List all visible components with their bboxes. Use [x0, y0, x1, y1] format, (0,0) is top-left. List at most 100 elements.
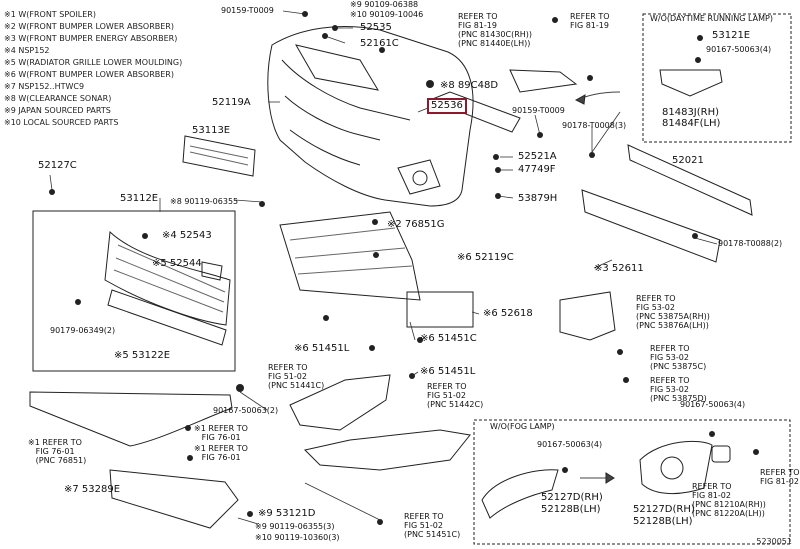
clip-fastener [495, 167, 501, 173]
fog-lamp-cover-hole [639, 440, 713, 495]
part-label[interactable]: 52021 [672, 155, 704, 166]
clip-fastener [322, 33, 328, 39]
part-label[interactable]: 90167-50063(4) [706, 45, 772, 54]
part-label[interactable]: 90167-50063(4) [680, 400, 746, 409]
section-header-drl: W/O(DAYTIME RUNNING LAMP) [650, 14, 773, 23]
refer-to-callout[interactable]: REFER TO FIG 51-02 (PNC 51442C) [427, 382, 484, 409]
clip-fastener [373, 252, 379, 258]
note-item: ※2 W(FRONT BUMPER LOWER ABSORBER) [4, 22, 174, 31]
part-label[interactable]: 53112E [120, 193, 159, 204]
clip-fastener [426, 80, 434, 88]
refer-to-callout[interactable]: REFER TO FIG 53-02 (PNC 53875C) [650, 344, 707, 371]
clip-fastener [587, 75, 593, 81]
part-label[interactable]: 53879H [518, 193, 558, 204]
front-bumper-lower-absorber [279, 211, 421, 301]
part-label[interactable]: 90179-06349(2) [50, 326, 116, 335]
note-item: ※3 W(FRONT BUMPER ENERGY ABSORBER) [4, 34, 178, 43]
clip-fastener [377, 519, 383, 525]
part-label[interactable]: ※6 52618 [483, 308, 533, 319]
clip-fastener [495, 193, 501, 199]
part-label[interactable]: 90167-50063(2) [213, 406, 279, 415]
part-label[interactable]: 90167-50063(4) [537, 440, 603, 449]
part-label[interactable]: ※9 53121D [258, 508, 316, 519]
part-label[interactable]: ※4 52543 [162, 230, 212, 241]
part-label[interactable]: ※8 90119-06355 [170, 197, 239, 206]
clip-fastener [692, 233, 698, 239]
clip-fastener [552, 17, 558, 23]
part-label[interactable]: ※2 76851G [387, 219, 445, 230]
clip-fastener [185, 425, 191, 431]
refer-to-callout[interactable]: REFER TO FIG 81-19 [570, 12, 610, 30]
clip-fastener [623, 377, 629, 383]
clip-fastener [302, 11, 308, 17]
clip-fastener [697, 35, 703, 41]
part-label[interactable]: ※10 90109-10046 [350, 10, 424, 19]
clip-fastener [562, 467, 568, 473]
fog-lamp-cover-plain [481, 469, 559, 519]
refer-to-callout[interactable]: REFER TO FIG 53-02 (PNC 53875D) [650, 376, 707, 403]
part-label[interactable]: 47749F [518, 164, 556, 175]
part-label[interactable]: ※6 51451L [294, 343, 350, 354]
clip-fastener [49, 189, 55, 195]
refer-to-callout[interactable]: ※1 REFER TO FIG 76-01 [194, 444, 248, 462]
clip-fastener [259, 201, 265, 207]
part-label[interactable]: ※9 90119-06355(3) [255, 522, 335, 531]
clip-fastener [589, 152, 595, 158]
sonar-bracket [406, 291, 474, 328]
highlighted-part-label[interactable]: 52536 [427, 98, 467, 114]
part-label[interactable]: 52127D(RH) [541, 492, 603, 503]
clip-fastener [537, 132, 543, 138]
part-label[interactable]: 52119A [212, 97, 251, 108]
part-label[interactable]: ※6 51451C [420, 333, 477, 344]
refer-to-callout[interactable]: ※1 REFER TO FIG 76-01 [194, 424, 248, 442]
bumper-side-bracket-left [428, 91, 521, 133]
part-label[interactable]: 52127D(RH) [633, 504, 695, 515]
note-item: ※4 NSP152 [4, 46, 50, 55]
note-item: ※8 W(CLEARANCE SONAR) [4, 94, 112, 103]
part-label[interactable]: ※3 52611 [594, 263, 644, 274]
part-label[interactable]: 52128B(LH) [633, 516, 693, 527]
clip-fastener [493, 154, 499, 160]
part-label[interactable]: ※8 89C48D [440, 80, 499, 91]
part-label[interactable]: 90178-T0088(2) [718, 239, 783, 248]
part-label[interactable]: ※5 52544 [152, 258, 202, 269]
note-item: ※9 JAPAN SOURCED PARTS [4, 106, 111, 115]
upper-grille [182, 135, 256, 177]
part-label[interactable]: 90159-T0009 [512, 106, 565, 115]
part-label[interactable]: 53121E [712, 30, 751, 41]
part-label[interactable]: 53113E [192, 125, 231, 136]
part-label[interactable]: ※6 52119C [457, 252, 514, 263]
energy-absorber [581, 189, 721, 263]
part-label[interactable]: ※7 53289E [64, 484, 121, 495]
part-label[interactable]: ※10 90119-10360(3) [255, 533, 340, 542]
grille-moulding [201, 261, 223, 281]
clip-fastener [372, 219, 378, 225]
diagram-code: 5230051 [756, 537, 792, 546]
part-label[interactable]: 52127C [38, 160, 77, 171]
part-label[interactable]: 90178-T0008(3) [562, 121, 627, 130]
refer-to-callout[interactable]: ※1 REFER TO FIG 76-01 (PNC 76851) [28, 438, 87, 465]
part-label[interactable]: 90159-T0009 [221, 6, 274, 15]
part-label[interactable]: ※6 51451L [420, 366, 476, 377]
refer-to-callout[interactable]: REFER TO FIG 53-02 (PNC 53875A(RH)) (PNC… [636, 294, 710, 330]
refer-to-callout[interactable]: REFER TO FIG 51-02 (PNC 51441C) [268, 363, 325, 390]
refer-to-callout[interactable]: REFER TO FIG 81-19 (PNC 81430C(RH)) (PNC… [458, 12, 533, 48]
refer-to-callout[interactable]: REFER TO FIG 81-02 [760, 468, 800, 486]
part-label[interactable]: ※5 53122E [114, 350, 171, 361]
part-label[interactable]: 81484F(LH) [662, 118, 721, 129]
refer-to-callout[interactable]: REFER TO FIG 81-02 (PNC 81210A(RH)) (PNC… [692, 482, 766, 518]
fog-lamp-unit [711, 445, 731, 463]
part-label[interactable]: 52535 [360, 22, 392, 33]
note-item: ※7 NSP152..HTWC9 [4, 82, 85, 91]
note-item: ※1 W(FRONT SPOILER) [4, 10, 96, 19]
part-label[interactable]: 52128B(LH) [541, 504, 601, 515]
part-label[interactable]: 81483J(RH) [662, 107, 720, 118]
bumper-side-bracket-right [509, 69, 578, 93]
part-label[interactable]: ※9 90109-06388 [350, 0, 419, 9]
part-label[interactable]: 52521A [518, 151, 557, 162]
engine-under-cover-lh [304, 429, 471, 471]
note-item: ※10 LOCAL SOURCED PARTS [4, 118, 119, 127]
refer-to-callout[interactable]: REFER TO FIG 51-02 (PNC 51451C) [404, 512, 461, 539]
part-label[interactable]: 52161C [360, 38, 399, 49]
